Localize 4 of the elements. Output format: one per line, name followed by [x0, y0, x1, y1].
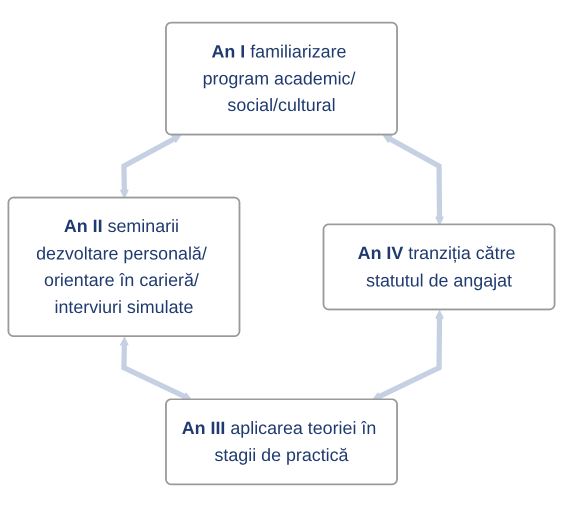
arrow	[120, 134, 182, 199]
arrow	[120, 336, 192, 400]
arrow	[382, 134, 444, 226]
arrow	[372, 310, 444, 400]
